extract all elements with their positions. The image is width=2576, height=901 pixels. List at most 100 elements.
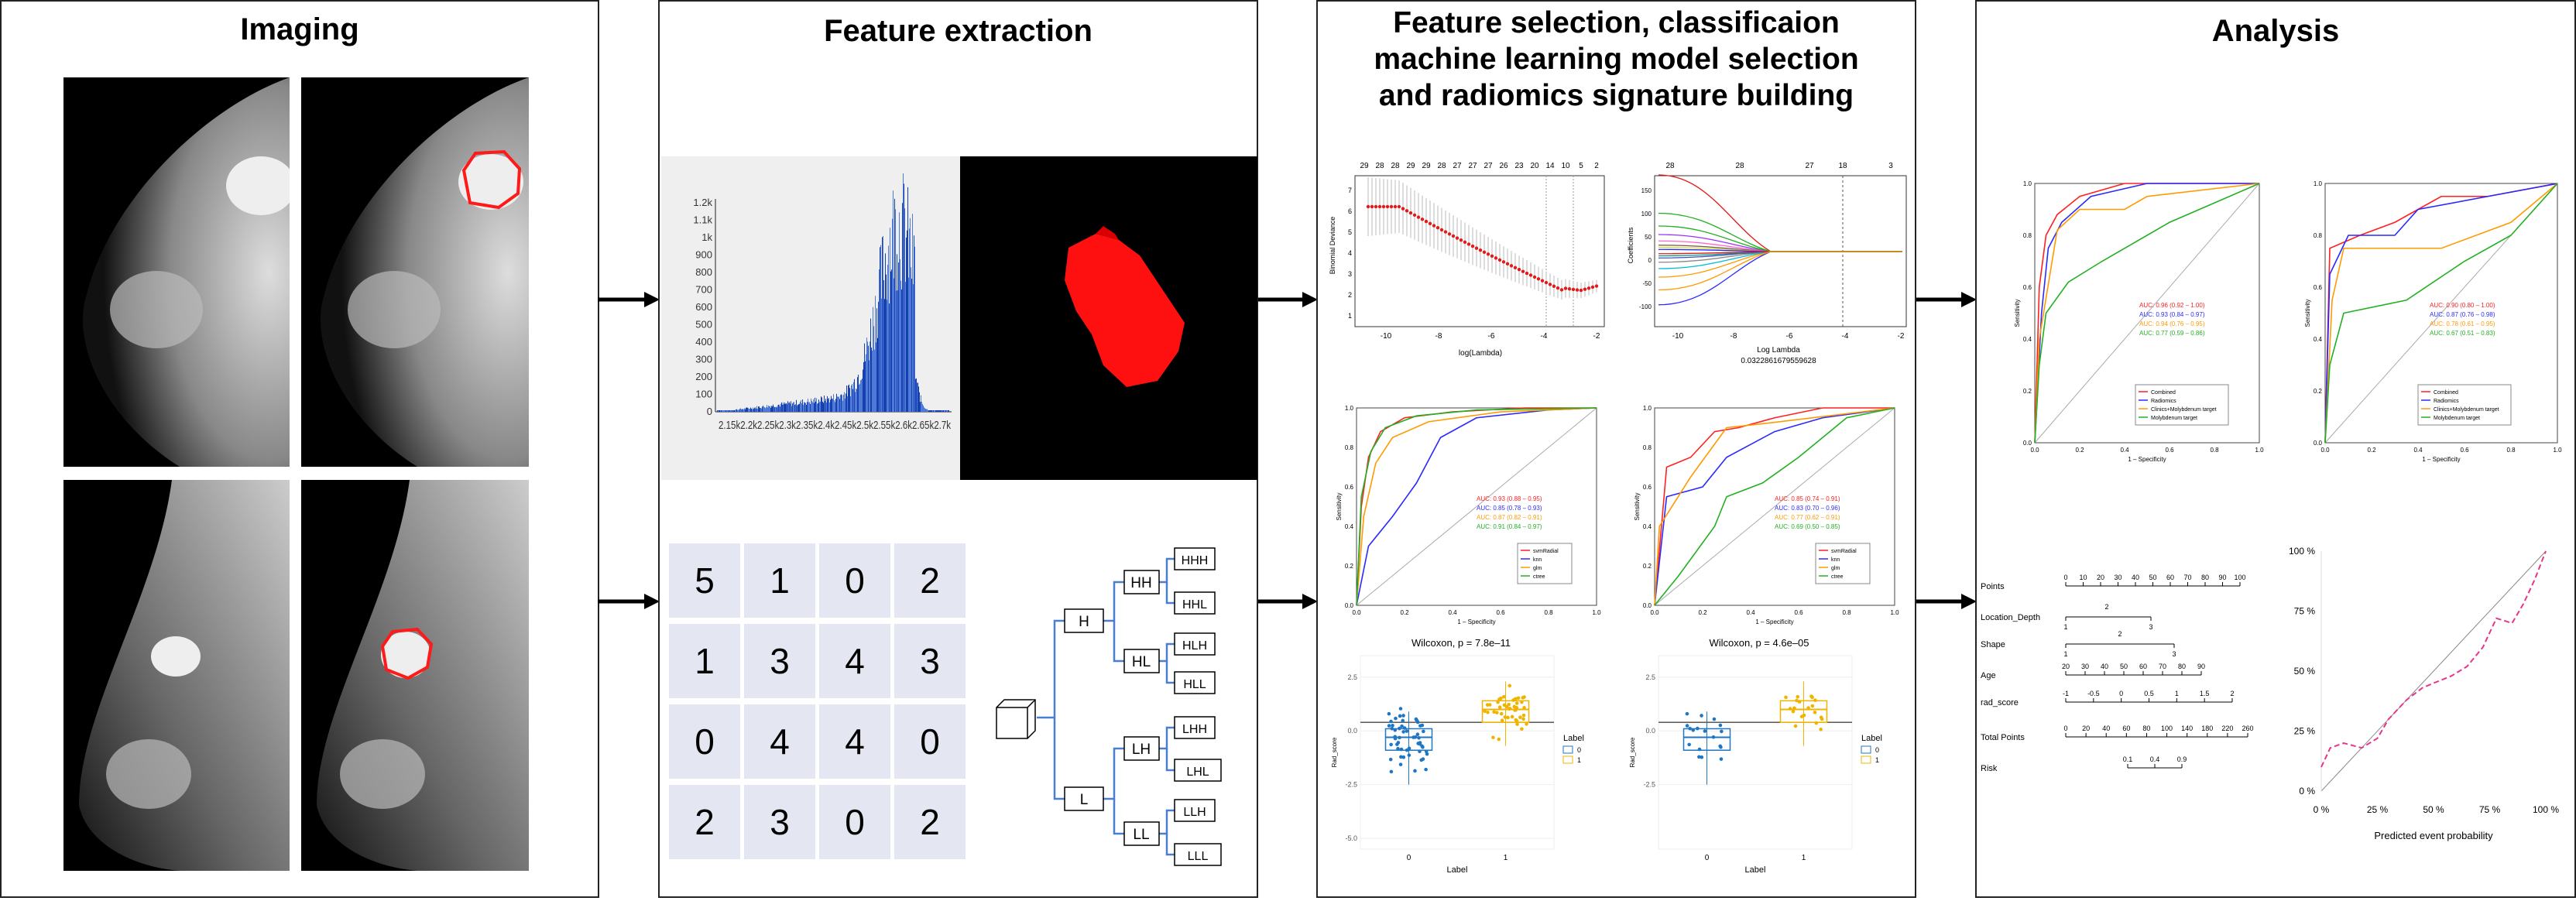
histogram-bar: [737, 409, 738, 412]
boxplot-point: [1407, 753, 1411, 757]
histogram-bar: [732, 409, 733, 412]
roc-x-tick: 0.0: [1650, 609, 1659, 616]
histogram-bar: [780, 403, 781, 412]
deviance-top-tick: 29: [1360, 162, 1369, 170]
deviance-point: [1443, 230, 1448, 234]
roc-auc-label: AUC: 0.77 (0.62 – 0.91): [1775, 514, 1840, 521]
boxplot-legend-label: 0: [1577, 746, 1581, 754]
deviance-point: [1397, 204, 1401, 209]
boxplot-point: [1510, 714, 1514, 719]
histogram-bar: [813, 399, 814, 412]
boxplot-point: [1685, 724, 1689, 728]
histogram-bar: [785, 403, 786, 412]
deviance-y-tick: 7: [1348, 187, 1352, 194]
deviance-point: [1513, 266, 1518, 269]
histogram-bar: [752, 409, 753, 412]
histogram-bar: [823, 403, 824, 412]
deviance-point: [1459, 238, 1463, 242]
roc-y-tick: 0.8: [2314, 232, 2323, 239]
histogram-bar: [854, 379, 855, 412]
boxplot-point: [1398, 714, 1402, 718]
coef-path: [1658, 251, 1902, 306]
histogram-y-tick: 100: [695, 389, 712, 400]
deviance-point: [1416, 215, 1421, 219]
histogram-bar: [917, 382, 918, 412]
nomogram-tick-label: 0.9: [2177, 755, 2187, 763]
roc-x-tick: 0.2: [1698, 609, 1707, 616]
boxplot-point: [1788, 707, 1792, 711]
matrix-cell: 2: [669, 785, 740, 859]
roc-legend-label: Molybdenum target: [2151, 416, 2197, 421]
coef-path: [1658, 251, 1902, 255]
boxplot-point: [1416, 742, 1420, 745]
histogram-bar: [908, 277, 909, 412]
histogram-bar: [725, 410, 726, 412]
histogram-bar: [739, 409, 740, 412]
boxplot-point: [1492, 710, 1496, 714]
boxplot-point: [1797, 700, 1802, 704]
boxplot-point: [1697, 755, 1701, 759]
histogram-bar: [911, 278, 912, 412]
calibration-plot: 100 %75 %50 %25 %0 %0 %25 %50 %75 %100 %…: [2289, 546, 2559, 841]
roc-curve: [1356, 407, 1597, 606]
calibration-x-tick: 75 %: [2479, 804, 2501, 815]
boxplot-point: [1703, 729, 1707, 733]
histogram-bar: [740, 408, 741, 412]
histogram-bar: [761, 408, 762, 412]
boxplot-xlabel: Label: [1447, 865, 1468, 875]
deviance-point: [1420, 218, 1425, 221]
deviance-point: [1401, 207, 1405, 211]
deviance-point: [1505, 262, 1510, 266]
roc-xlabel: 1 – Specificity: [1755, 618, 1793, 625]
histogram-bar: [921, 402, 922, 412]
boxplot-point: [1497, 705, 1502, 710]
roc-y-tick: 1.0: [1345, 405, 1354, 412]
roc-legend-label: Clinics+Molybdenum target: [2151, 407, 2217, 413]
deviance-point: [1463, 240, 1467, 245]
histogram-bar: [930, 410, 931, 412]
nomogram-tick-label: 3: [2172, 650, 2176, 658]
roc-y-tick: 0.2: [1643, 563, 1652, 570]
deviance-point: [1540, 279, 1545, 283]
roc-x-tick: 0.6: [1794, 609, 1803, 616]
histogram-bar: [841, 394, 842, 412]
boxplot-point: [1508, 707, 1512, 711]
nomogram-tick-label: 3: [2149, 623, 2152, 631]
histogram-bar: [826, 403, 827, 412]
roc-y-tick: 0.8: [1345, 444, 1354, 451]
coef-ylabel: Coefficients: [1627, 227, 1634, 263]
deviance-point: [1370, 204, 1374, 209]
boxplot-point: [1401, 714, 1405, 718]
histogram-bar: [867, 341, 868, 412]
histogram-bar: [756, 406, 757, 412]
coef-xlabel: Log Lambda: [1757, 346, 1800, 355]
histogram-bar: [831, 396, 832, 412]
deviance-point: [1544, 280, 1549, 285]
deviance-point: [1583, 287, 1587, 291]
deviance-point: [1517, 268, 1521, 272]
deviance-top-tick: 20: [1530, 162, 1539, 170]
roc-auc-label: AUC: 0.93 (0.84 – 0.97): [2139, 311, 2205, 318]
histogram-bar: [940, 410, 941, 412]
deviance-point: [1552, 284, 1556, 288]
nomogram-tick-label: 2: [2118, 630, 2122, 638]
deviance-point: [1509, 264, 1514, 268]
deviance-point: [1579, 288, 1583, 293]
matrix-cell: 0: [819, 543, 890, 618]
roc-y-tick: 0.6: [2023, 284, 2032, 291]
deviance-x-tick: -2: [1593, 332, 1600, 341]
boxplot-point: [1688, 726, 1693, 731]
boxplot-point: [1491, 735, 1495, 740]
histogram-bar: [723, 410, 724, 412]
boxplot-point: [1518, 715, 1522, 719]
selection-title: Feature selection, classificaion machine…: [1318, 5, 1915, 114]
histogram-bar: [800, 402, 801, 412]
roc-x-tick: 0.8: [1842, 609, 1851, 616]
nomogram: PointsLocation_DepthShapeAgerad_scoreTot…: [1981, 574, 2254, 773]
histogram-bar: [768, 405, 769, 412]
boxplot-point: [1391, 723, 1394, 728]
histogram-bar: [907, 187, 908, 412]
boxplot-legend-swatch: [1562, 745, 1573, 754]
